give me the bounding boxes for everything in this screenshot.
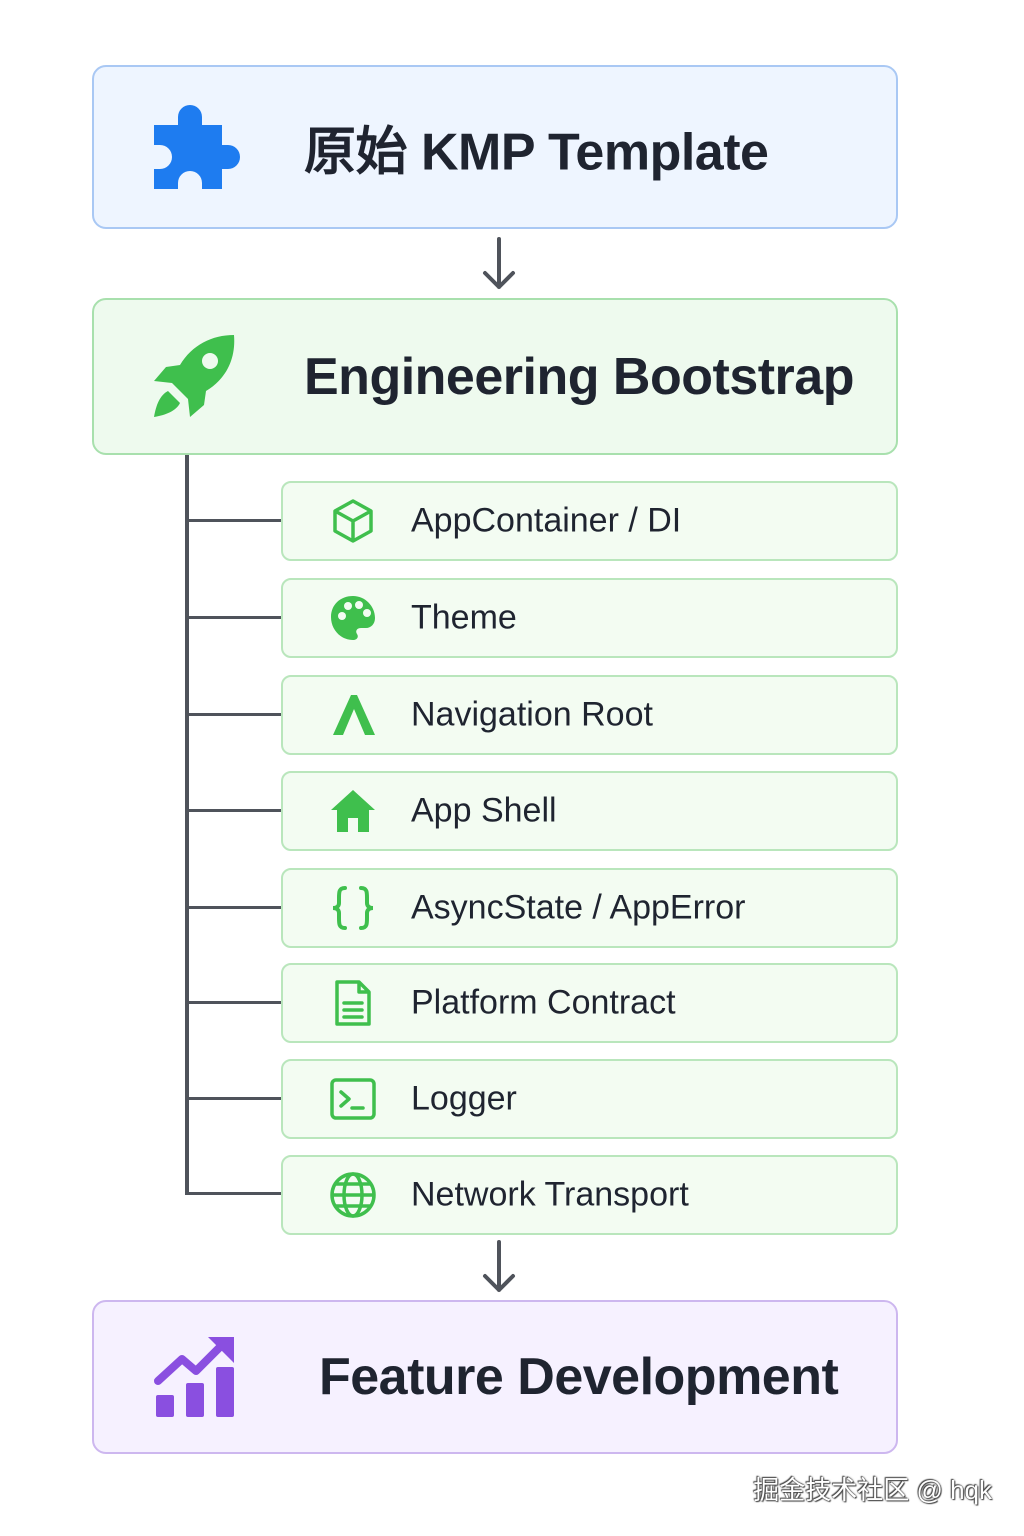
module-label: App Shell xyxy=(411,791,557,830)
module-label: Theme xyxy=(411,598,517,637)
tree-connector-branch xyxy=(185,1001,281,1004)
template-stage-box: 原始 KMP Template xyxy=(92,65,898,229)
bootstrap-stage-title: Engineering Bootstrap xyxy=(304,347,854,406)
puzzle-piece-icon xyxy=(146,99,242,195)
template-stage-title: 原始 KMP Template xyxy=(304,123,769,182)
tree-connector-branch xyxy=(185,616,281,619)
module-label: Logger xyxy=(411,1079,517,1118)
down-arrow-icon xyxy=(481,237,517,291)
feature-stage-title: Feature Development xyxy=(319,1348,839,1406)
module-card-appcontainer: AppContainer / DI xyxy=(281,481,898,561)
module-card-network-transport: Network Transport xyxy=(281,1155,898,1235)
module-label: Platform Contract xyxy=(411,983,676,1022)
module-label: Network Transport xyxy=(411,1175,689,1214)
curly-braces-icon xyxy=(329,884,377,932)
module-label: Navigation Root xyxy=(411,695,653,734)
module-card-theme: Theme xyxy=(281,578,898,658)
cube-icon xyxy=(329,497,377,545)
down-arrow-icon xyxy=(481,1240,517,1294)
palette-icon xyxy=(329,594,377,642)
home-icon xyxy=(329,787,377,835)
module-card-logger: Logger xyxy=(281,1059,898,1139)
module-label: AppContainer / DI xyxy=(411,501,682,540)
rocket-icon xyxy=(146,329,242,425)
tree-connector-branch xyxy=(185,809,281,812)
document-icon xyxy=(329,979,377,1027)
growth-chart-icon xyxy=(146,1329,242,1425)
terminal-icon xyxy=(329,1075,377,1123)
module-card-platform-contract: Platform Contract xyxy=(281,963,898,1043)
tree-connector-trunk xyxy=(185,455,189,1195)
module-label: AsyncState / AppError xyxy=(411,888,746,927)
module-card-asyncstate: AsyncState / AppError xyxy=(281,868,898,948)
module-card-navigation: Navigation Root xyxy=(281,675,898,755)
tree-connector-branch xyxy=(185,906,281,909)
feature-stage-box: Feature Development xyxy=(92,1300,898,1454)
tree-connector-branch xyxy=(185,519,281,522)
tree-connector-branch xyxy=(185,713,281,716)
navigation-arrow-icon xyxy=(329,691,377,739)
tree-connector-branch xyxy=(185,1097,281,1100)
tree-connector-branch xyxy=(185,1192,281,1195)
watermark: 掘金技术社区 @ hqk xyxy=(753,1475,992,1505)
globe-icon xyxy=(329,1171,377,1219)
bootstrap-stage-box: Engineering Bootstrap xyxy=(92,298,898,455)
module-card-app-shell: App Shell xyxy=(281,771,898,851)
